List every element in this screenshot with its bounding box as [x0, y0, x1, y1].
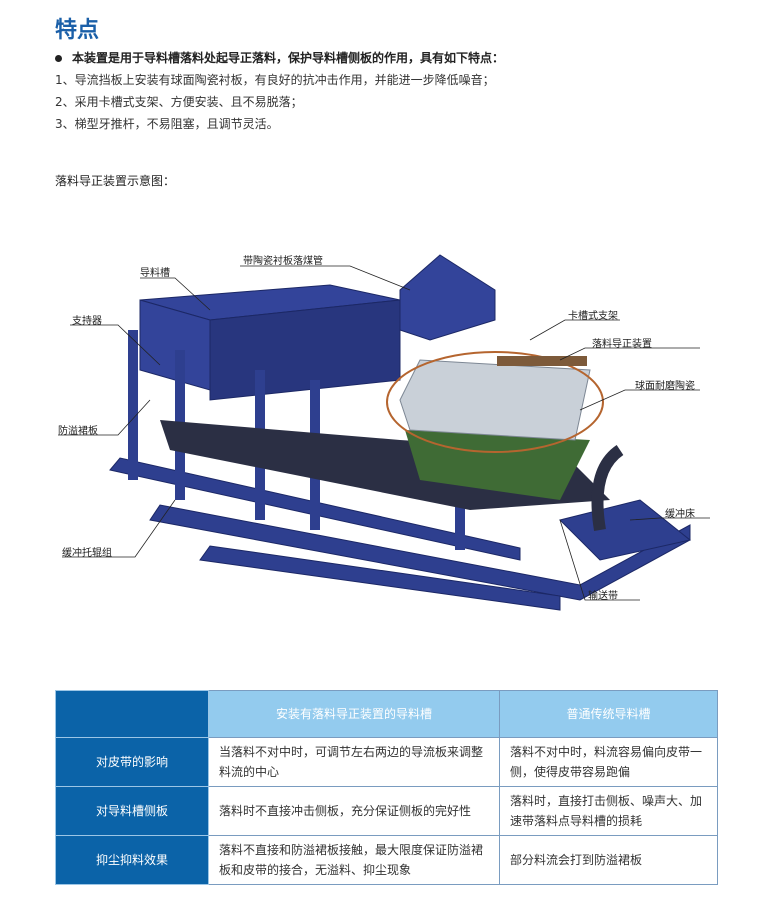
intro-text: 本装置是用于导料槽落料处起导正落料，保护导料槽侧板的作用，具有如下特点：: [72, 51, 505, 65]
label-support: 支持器: [72, 316, 102, 327]
bullet-icon: [55, 55, 62, 62]
row-label: 对皮带的影响: [55, 737, 209, 787]
feature-3: 3、梯型牙推杆，不易阻塞，且调节灵活。: [55, 117, 279, 131]
label-bed: 缓冲床: [665, 509, 695, 520]
header-traditional: 普通传统导料槽: [499, 690, 718, 738]
diagram-caption: 落料导正装置示意图：: [55, 174, 176, 188]
label-chute: 导料槽: [140, 268, 170, 279]
ceramic-plate: [399, 359, 591, 441]
intro-line: 本装置是用于导料槽落料处起导正落料，保护导料槽侧板的作用，具有如下特点：: [55, 49, 504, 66]
row-label: 抑尘抑料效果: [55, 835, 209, 885]
header-corner: [55, 690, 209, 738]
cell-without: 落料不对中时，料流容易偏向皮带一侧，使得皮带容易跑偏: [499, 737, 718, 787]
label-device: 落料导正装置: [592, 339, 652, 350]
conveyor-diagram: [58, 254, 710, 611]
feature-1: 1、导流挡板上安装有球面陶瓷衬板，有良好的抗冲击作用，并能进一步降低噪音；: [55, 73, 495, 87]
buffer-hose: [591, 445, 624, 531]
cell-with: 落料不直接和防溢裙板接触，最大限度保证防溢裙板和皮带的接合，无溢料、抑尘现象: [208, 835, 500, 885]
row-label: 对导料槽侧板: [55, 786, 209, 836]
label-pipe: 带陶瓷衬板落煤管: [243, 256, 323, 267]
cell-without: 部分料流会打到防溢裙板: [499, 835, 718, 885]
label-idler: 缓冲托辊组: [62, 548, 112, 559]
table-row: 对导料槽侧板 落料时不直接冲击侧板，充分保证侧板的完好性 落料时，直接打击侧板、…: [55, 786, 718, 836]
feature-2: 2、采用卡槽式支架、方便安装、且不易脱落；: [55, 95, 303, 109]
label-belt: 输送带: [588, 591, 618, 602]
cell-without: 落料时，直接打击侧板、噪声大、加速带落料点导料槽的损耗: [499, 786, 718, 836]
bracket: [497, 356, 587, 366]
label-skirt: 防溢裙板: [58, 426, 98, 437]
page-title: 特点: [55, 18, 100, 43]
table-row: 抑尘抑料效果 落料不直接和防溢裙板接触，最大限度保证防溢裙板和皮带的接合，无溢料…: [55, 835, 718, 885]
leader-lines: [58, 265, 710, 601]
table-row: 对皮带的影响 当落料不对中时，可调节左右两边的导流板来调整料流的中心 落料不对中…: [55, 737, 718, 787]
comparison-table: 安装有落料导正装置的导料槽 普通传统导料槽 对皮带的影响 当落料不对中时，可调节…: [55, 690, 718, 885]
cell-with: 落料时不直接冲击侧板，充分保证侧板的完好性: [208, 786, 500, 836]
table-header-row: 安装有落料导正装置的导料槽 普通传统导料槽: [55, 690, 718, 738]
label-bracket: 卡槽式支架: [568, 311, 618, 322]
cell-with: 当落料不对中时，可调节左右两边的导流板来调整料流的中心: [208, 737, 500, 787]
highlight-ring: [386, 351, 604, 453]
label-ceramic: 球面耐磨陶瓷: [635, 381, 695, 392]
header-with-device: 安装有落料导正装置的导料槽: [208, 690, 500, 738]
